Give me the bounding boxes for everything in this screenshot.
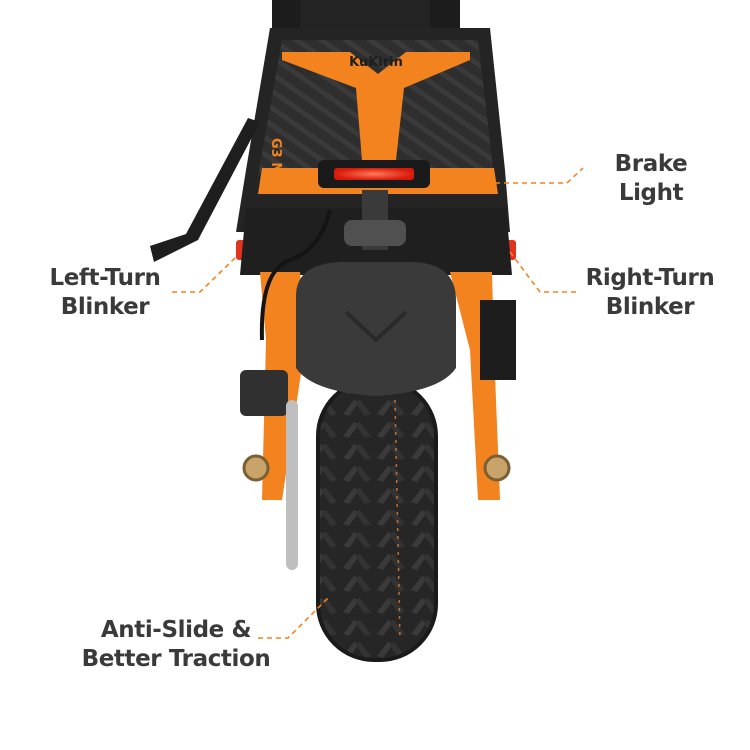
axle-bolt-right bbox=[483, 454, 511, 482]
rear-fender bbox=[296, 262, 456, 396]
right-turn-blinker-label-line1: Right-Turn bbox=[585, 265, 715, 291]
anti-slide-traction-label: Anti-Slide & Better Traction bbox=[66, 616, 286, 674]
right-turn-blinker-label-line2: Blinker bbox=[605, 294, 695, 320]
rear-tire bbox=[316, 378, 438, 662]
left-turn-blinker-label: Left-Turn Blinker bbox=[40, 264, 170, 322]
stem bbox=[272, 0, 460, 40]
brake-light-label-line1: Brake bbox=[614, 151, 688, 177]
deck-logo: KuKirin bbox=[349, 55, 403, 70]
anti-slide-traction-label-line2: Better Traction bbox=[81, 646, 271, 672]
brake-light-label-line2: Light bbox=[618, 180, 684, 206]
deck-model: G3 Max bbox=[268, 138, 283, 193]
brake-light bbox=[318, 160, 430, 188]
kickstand bbox=[150, 118, 260, 262]
left-turn-blinker-label-line1: Left-Turn bbox=[49, 265, 161, 291]
brake-cable bbox=[259, 209, 332, 341]
anti-slide-traction-label-line1: Anti-Slide & bbox=[100, 617, 252, 643]
right-turn-blinker-label: Right-Turn Blinker bbox=[578, 264, 722, 322]
left-turn-blinker-label-line2: Blinker bbox=[60, 294, 150, 320]
axle-bolt-left bbox=[242, 454, 270, 482]
brake-caliper bbox=[240, 370, 298, 570]
brake-light-label: Brake Light bbox=[596, 150, 706, 208]
rear-shock bbox=[344, 190, 406, 250]
